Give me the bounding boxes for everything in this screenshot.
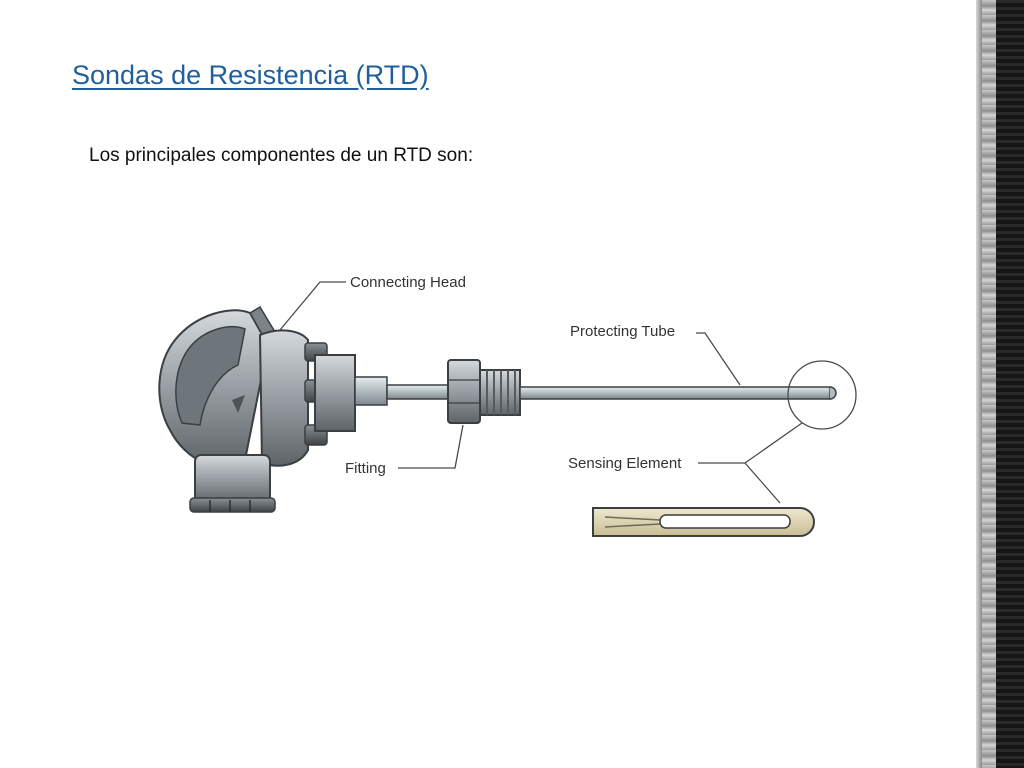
- slide-subtitle: Los principales componentes de un RTD so…: [89, 145, 474, 166]
- connecting-head: [158, 305, 356, 513]
- side-strip-metal-band: [982, 0, 996, 768]
- decorative-side-strip: [976, 0, 1024, 768]
- extension-neck: [354, 376, 451, 406]
- sensing-element-detail: [592, 507, 815, 537]
- label-protecting-tube: Protecting Tube: [570, 323, 675, 340]
- label-connecting-head: Connecting Head: [350, 274, 466, 291]
- rtd-diagram: Connecting Head Protecting Tube Fitting …: [158, 274, 857, 537]
- label-fitting: Fitting: [345, 460, 386, 477]
- leader-lines: [279, 281, 803, 504]
- label-sensing-element: Sensing Element: [568, 455, 682, 472]
- protecting-tube: [519, 386, 837, 400]
- fitting: [447, 359, 521, 424]
- detail-circle: [787, 360, 857, 430]
- side-strip-edge: [976, 0, 982, 768]
- slide-title-link[interactable]: Sondas de Resistencia (RTD): [72, 60, 429, 90]
